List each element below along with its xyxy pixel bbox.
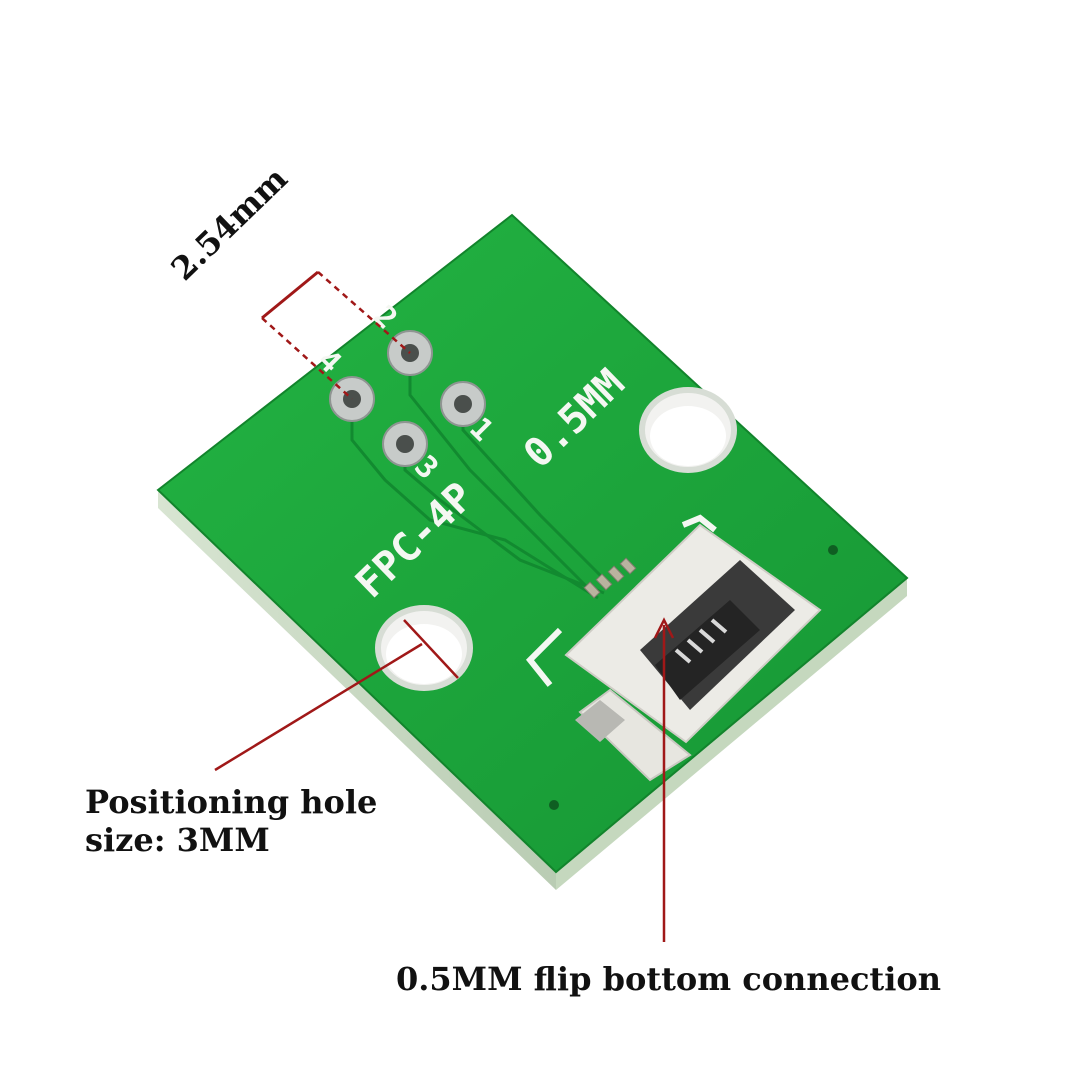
pitch-dimension [261, 270, 411, 400]
connector-leader-arrow [653, 617, 675, 942]
hole-label-line1: Positioning hole [85, 783, 378, 821]
via-dot [828, 545, 838, 555]
silkscreen-corner [525, 627, 563, 687]
fpc-connector [564, 523, 822, 782]
mounting-hole-right [639, 387, 737, 473]
hole-leader-line [214, 619, 459, 772]
pad-3 [382, 421, 428, 467]
hole-label-line2: size: 3MM [85, 821, 270, 859]
pad-1 [440, 381, 486, 427]
connector-annotation-label: 0.5MM flip bottom connection [396, 960, 941, 998]
positioning-hole-label: Positioning hole size: 3MM [85, 783, 377, 859]
via-dot [549, 800, 559, 810]
pcb-board [156, 213, 909, 874]
board-edge [158, 490, 907, 890]
silkscreen-corner [681, 514, 717, 533]
